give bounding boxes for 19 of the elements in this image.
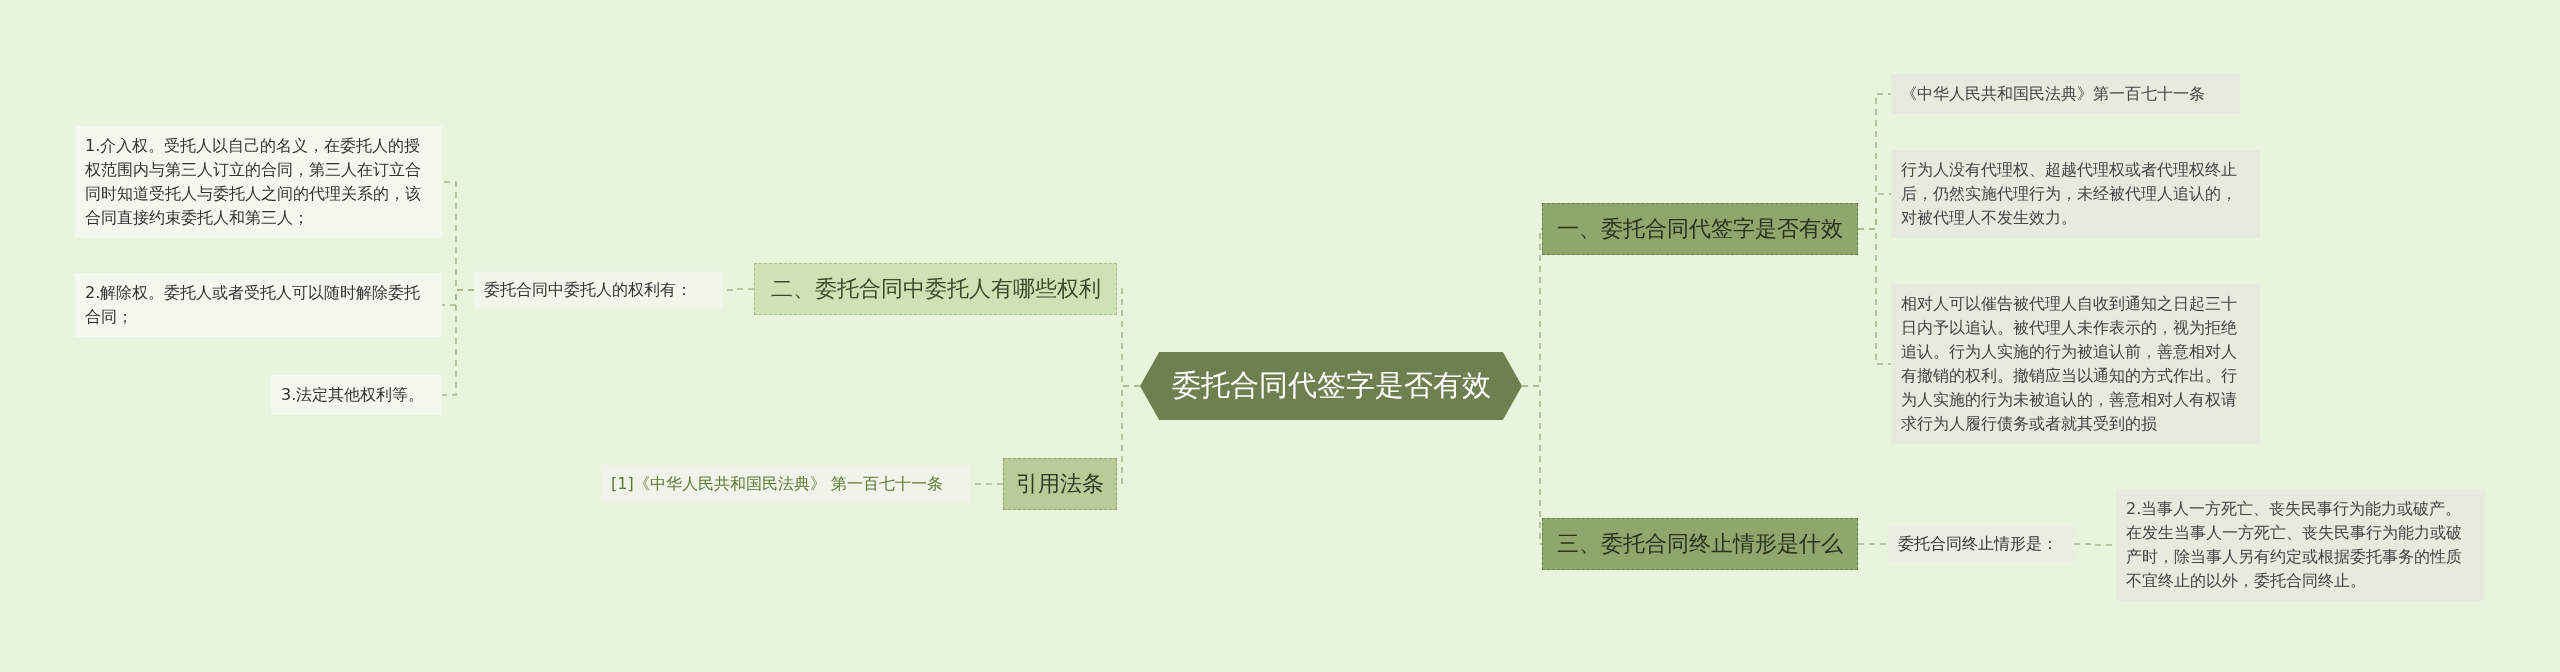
topic-box: 一、委托合同代签字是否有效 [1542,203,1858,255]
connector-line [1857,543,1889,545]
note-box: 相对人可以催告被代理人自收到通知之日起三十日内予以追认。被代理人未作表示的，视为拒绝追认。行为人实施的行为被追认前，善意相对人有撤销的权利。撤销应当以通知的方式作出。行为人实施的行为未被追认的，善意相对人有权请求行为人履行债务或者就其受到的损 [1891,284,2260,444]
topic-box: 引用法条 [1003,458,1117,510]
connector-line [1857,228,1892,365]
note-box: 行为人没有代理权、超越代理权或者代理权终止后，仍然实施代理行为，未经被代理人追认的，对被代理人不发生效力。 [1891,150,2260,238]
subtopic-box: 委托合同终止情形是： [1888,525,2074,563]
connector-line [1521,385,1543,545]
central-topic: 委托合同代签字是否有效 [1140,352,1522,420]
note-box: 1.介入权。受托人以自己的名义，在委托人的授权范围内与第三人订立的合同，第三人在订立合同时知道受托人与委托人之间的代理关系的，该合同直接约束委托人和第三人； [75,126,442,238]
subtopic-box: 委托合同中委托人的权利有： [474,271,722,309]
note-box: 3.法定其他权利等。 [271,375,442,415]
connector-line [441,289,475,396]
reference-box: [1]《中华人民共和国民法典》 第一百七十一条 [601,464,970,504]
topic-box: 三、委托合同终止情形是什么 [1542,518,1858,570]
note-box: 2.当事人一方死亡、丧失民事行为能力或破产。在发生当事人一方死亡、丧失民事行为能力或破产时，除当事人另有约定或根据委托事务的性质不宜终止的以外，委托合同终止。 [2116,489,2485,601]
note-box: 2.解除权。委托人或者受托人可以随时解除委托合同； [75,273,442,337]
note-box: 《中华人民共和国民法典》第一百七十一条 [1891,74,2240,114]
topic-box: 二、委托合同中委托人有哪些权利 [754,263,1117,315]
